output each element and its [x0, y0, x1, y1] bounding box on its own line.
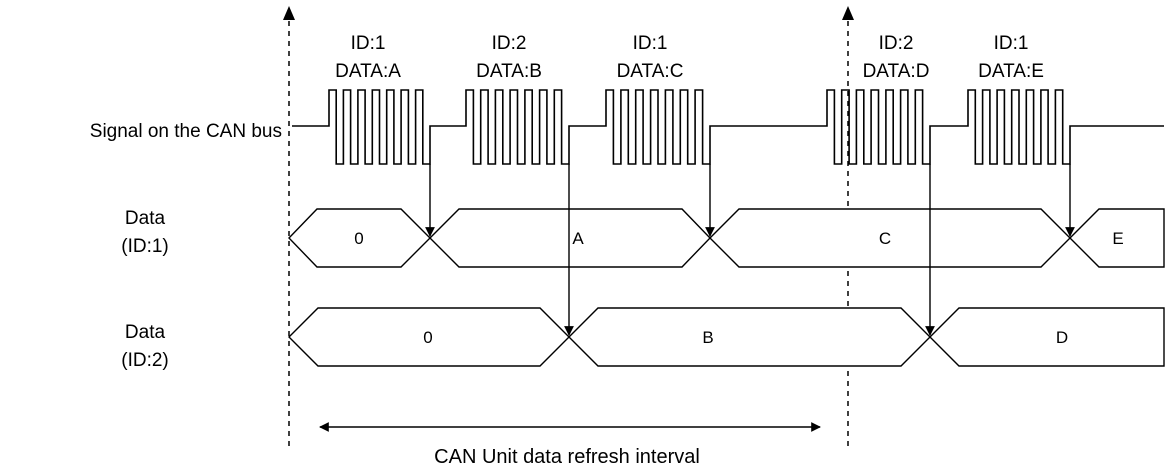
- frame-4-id: ID:2: [879, 33, 914, 54]
- id1-value-a: A: [572, 229, 584, 248]
- id1-value-c: C: [879, 229, 891, 248]
- frame-label-4: ID:2 DATA:D: [863, 33, 930, 82]
- frame-2-id: ID:2: [492, 33, 527, 54]
- frame-3-data: DATA:C: [617, 61, 684, 82]
- frame-label-1: ID:1 DATA:A: [335, 33, 401, 82]
- frame-2-data: DATA:B: [476, 61, 542, 82]
- id2-value-d: D: [1056, 328, 1068, 347]
- frame-5-data: DATA:E: [978, 61, 1044, 82]
- id2-row-label-line2: (ID:2): [121, 350, 169, 371]
- id2-value-b: B: [702, 328, 713, 347]
- refresh-interval-caption: CAN Unit data refresh interval: [434, 446, 700, 468]
- frame-3-id: ID:1: [633, 33, 668, 54]
- id1-segment-4: [1069, 208, 1165, 268]
- id2-row-label-line1: Data: [125, 322, 166, 343]
- id2-segment-2: [568, 307, 931, 367]
- frame-label-3: ID:1 DATA:C: [617, 33, 684, 82]
- refresh-marker-2-arrowhead: [842, 6, 854, 20]
- id1-row-label-line2: (ID:1): [121, 236, 169, 257]
- id1-value-0: 0: [354, 229, 363, 248]
- id2-value-0: 0: [423, 328, 432, 347]
- frame-4-data: DATA:D: [863, 61, 930, 82]
- id1-row-label-line1: Data: [125, 208, 166, 229]
- frame-5-id: ID:1: [994, 33, 1029, 54]
- frame-1-id: ID:1: [351, 33, 386, 54]
- refresh-marker-1-arrowhead: [283, 6, 295, 20]
- id1-value-e: E: [1112, 229, 1123, 248]
- id2-segment-3: [929, 307, 1165, 367]
- frame-label-5: ID:1 DATA:E: [978, 33, 1044, 82]
- signal-row-label: Signal on the CAN bus: [90, 121, 282, 142]
- frame-1-data: DATA:A: [335, 61, 401, 82]
- id1-segment-2: [429, 208, 711, 268]
- can-bus-waveform: [292, 89, 1164, 165]
- frame-label-2: ID:2 DATA:B: [476, 33, 542, 82]
